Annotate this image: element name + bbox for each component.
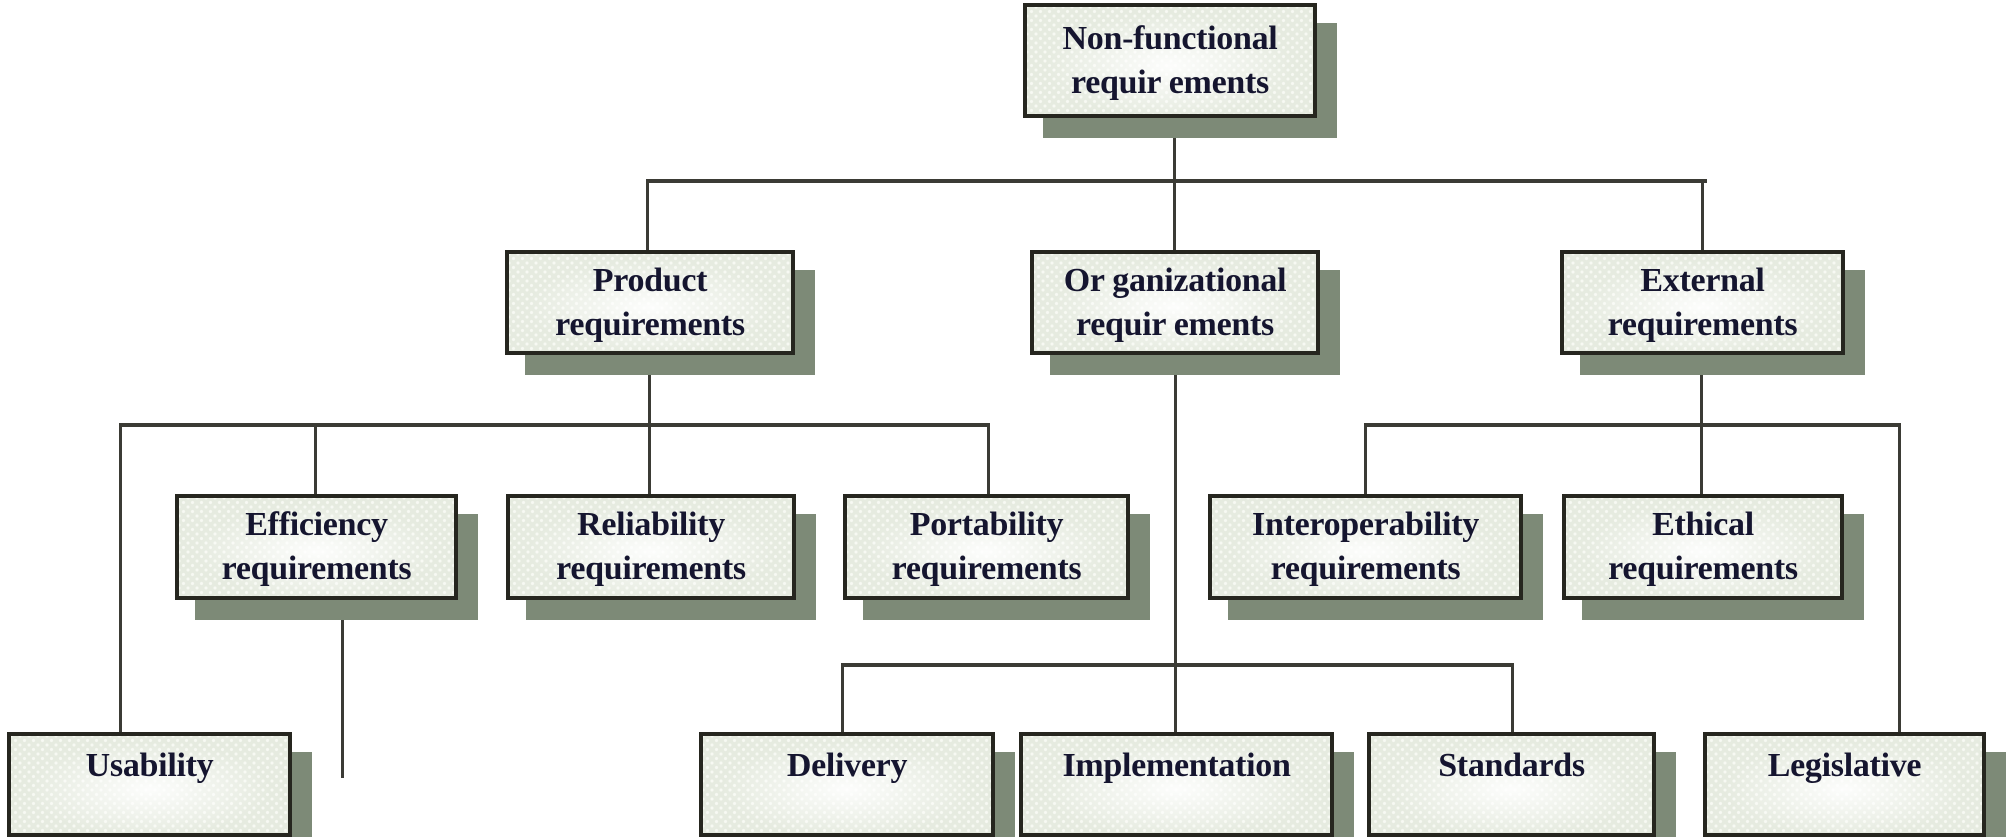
node-organizational-requirements: Or ganizational requir ements <box>1030 250 1320 355</box>
non-functional-requirements-tree: Non-functional requir ements Product req… <box>7 3 1986 837</box>
node-ethical-requirements: Ethical requirements <box>1562 494 1844 600</box>
node-implementation-requirements: Implementation <box>1019 732 1334 837</box>
connector-drop-legislative <box>1898 423 1901 732</box>
node-label-line2: requirements <box>1270 550 1461 587</box>
node-label-line1: Product <box>592 261 708 299</box>
node-legislative-requirements: Legislative <box>1703 732 1986 837</box>
node-label-line2: requirements <box>221 550 412 587</box>
node-label-line1: Implementation <box>1062 747 1291 784</box>
node-label-line1: Delivery <box>786 747 908 784</box>
node-label-line2: requir ements <box>1071 63 1269 101</box>
connector-drop-product <box>646 179 649 250</box>
connector-organizational-to-implementation <box>1174 355 1177 732</box>
node-label-line2: requirements <box>556 550 746 587</box>
node-delivery-requirements: Delivery <box>699 732 995 837</box>
node-label-line1: Non-functional <box>1062 19 1278 57</box>
node-non-functional-requirements: Non-functional requir ements <box>1023 3 1317 118</box>
connector-external-children-rail <box>1364 423 1901 427</box>
node-portability-requirements: Portability requirements <box>843 494 1130 600</box>
node-label-line2: requirements <box>1607 305 1798 343</box>
node-label-line1: Standards <box>1438 747 1585 784</box>
node-external-requirements: External requirements <box>1560 250 1845 355</box>
connector-organizational-children-rail <box>841 663 1514 667</box>
node-label-line1: Or ganizational <box>1063 261 1287 299</box>
connector-drop-efficiency <box>314 423 317 494</box>
node-label-line1: Ethical <box>1652 506 1754 543</box>
node-label-line2: requirements <box>555 305 745 343</box>
node-label-line1: External <box>1640 261 1765 299</box>
node-label-line1: Interoperability <box>1252 506 1479 543</box>
connector-drop-usability <box>119 423 122 732</box>
connector-root-to-organizational <box>1173 118 1176 250</box>
node-label-line2: requirements <box>1608 550 1798 587</box>
node-label-line2: requir ements <box>1076 305 1274 343</box>
node-efficiency-requirements: Efficiency requirements <box>175 494 458 600</box>
node-reliability-requirements: Reliability requirements <box>506 494 796 600</box>
node-label-line1: Portability <box>909 506 1064 543</box>
node-label-line1: Reliability <box>577 506 725 543</box>
node-label-line1: Legislative <box>1767 747 1922 784</box>
connector-drop-external <box>1701 179 1704 250</box>
node-interoperability-requirements: Interoperability requirements <box>1208 494 1523 600</box>
connector-level1-rail <box>646 179 1707 183</box>
connector-drop-interoperability <box>1364 423 1367 494</box>
node-product-requirements: Product requirements <box>505 250 795 355</box>
connector-product-children-rail <box>119 423 990 427</box>
connector-drop-delivery <box>841 663 844 732</box>
node-usability-requirements: Usability <box>7 732 292 837</box>
connector-drop-standards <box>1511 663 1514 732</box>
node-standards-requirements: Standards <box>1367 732 1656 837</box>
node-label-line1: Usability <box>85 747 214 784</box>
node-label-line1: Efficiency <box>245 506 388 543</box>
node-label-line2: requirements <box>891 550 1082 587</box>
connector-drop-portability <box>987 423 990 494</box>
connector-efficiency-children-clipped <box>341 598 344 778</box>
